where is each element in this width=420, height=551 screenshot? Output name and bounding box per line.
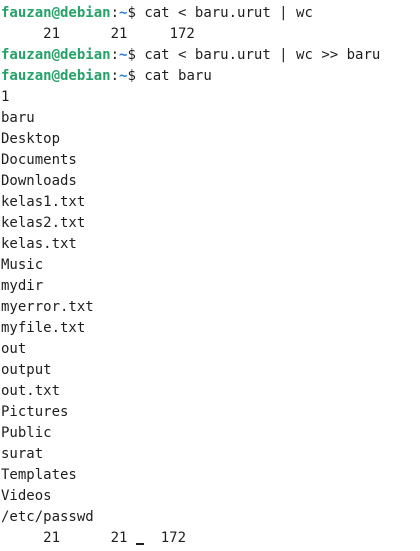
output-line: surat [1,446,44,462]
output-line: Documents [1,152,77,168]
output-line: Downloads [1,173,77,189]
output-line-with-cursor: 21 21 172 [1,528,420,549]
prompt-path: ~ [119,68,128,84]
prompt-colon: : [110,5,120,21]
output-line: out.txt [1,383,61,399]
prompt-path: ~ [119,5,128,21]
output-line: 1 [1,89,10,105]
command-text: cat baru [144,68,212,84]
output-line: myerror.txt [1,299,94,315]
command-text: cat < baru.urut | wc >> baru [144,47,381,63]
output-line: Pictures [1,404,69,420]
command-line-1: fauzan@debian:~$ cat < baru.urut | wc [1,3,420,24]
output-line: out [1,341,27,357]
output-line: baru [1,110,35,126]
prompt-user-host: fauzan@debian [1,68,111,84]
command-line-2: fauzan@debian:~$ cat < baru.urut | wc >>… [1,45,420,66]
wc-output-part: 172 [143,530,187,546]
output-line: Public [1,425,52,441]
wc-output-part: 21 21 [1,530,136,546]
prompt-colon: : [110,68,120,84]
output-line: Templates [1,467,77,483]
prompt-symbol: $ [127,5,145,21]
prompt-path: ~ [119,47,128,63]
text-cursor[interactable] [135,543,144,545]
output-line: Videos [1,488,52,504]
prompt-colon: : [110,47,120,63]
output-line: myfile.txt [1,320,86,336]
prompt-symbol: $ [127,68,145,84]
prompt-user-host: fauzan@debian [1,5,111,21]
command-line-3: fauzan@debian:~$ cat baru [1,66,420,87]
prompt-symbol: $ [127,47,145,63]
output-line: kelas.txt [1,236,77,252]
output-line: /etc/passwd [1,509,94,525]
command-text: cat < baru.urut | wc [144,5,313,21]
output-line: 21 21 172 [1,26,195,42]
output-line: kelas2.txt [1,215,86,231]
output-line: output [1,362,52,378]
output-line: Desktop [1,131,61,147]
output-line: Music [1,257,44,273]
output-line: mydir [1,278,44,294]
output-line: kelas1.txt [1,194,86,210]
prompt-user-host: fauzan@debian [1,47,111,63]
